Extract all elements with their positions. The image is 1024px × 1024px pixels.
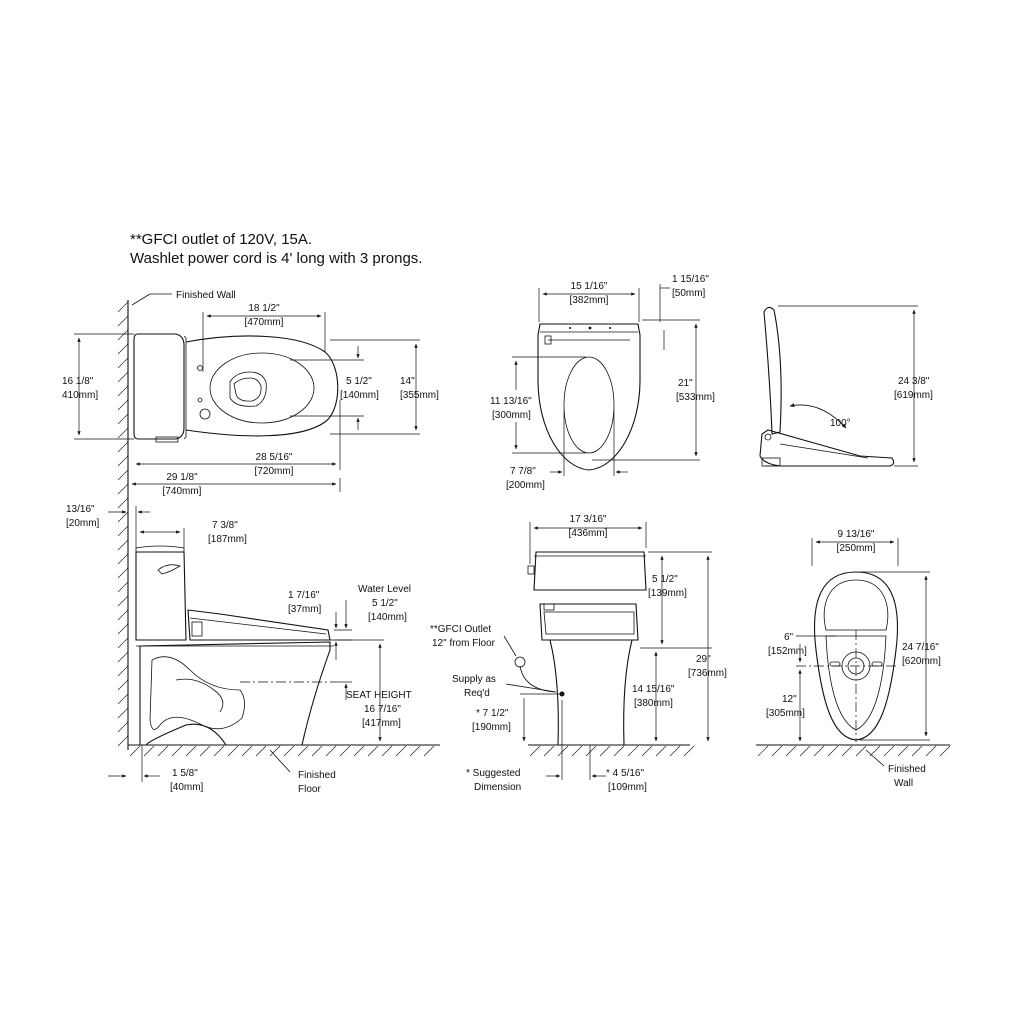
seat-top-view: 15 1/16" [382mm] 1 15/16" [50mm] 21" [53… [490,274,715,491]
bowl-length-mm: [720mm] [255,466,294,477]
seat-length-21-mm: [533mm] [676,392,715,403]
front-height-in: 29" [696,654,711,665]
plan-width-in: 9 13/16" [838,529,875,540]
supply-height-in: * 7 1/2" [476,708,509,719]
seat-height-label: SEAT HEIGHT [346,690,412,701]
opening-width-in: 7 7/8" [510,466,536,477]
opening-length-mm: [300mm] [492,410,531,421]
finished-floor-label-1: Finished [298,770,336,781]
tank-depth-in: 16 1/8" [62,376,94,387]
base-offset-in: 1 5/8" [172,768,198,779]
rim-dim-in: 1 7/16" [288,590,320,601]
overall-length-mm: [740mm] [163,486,202,497]
roughin-in: 12" [782,694,797,705]
gfci-note: **GFCI outlet of 120V, 15A. [130,231,313,248]
plan-length-in: 24 7/16" [902,642,939,653]
front-height-mm: [736mm] [688,668,727,679]
wall-gap-in: 13/16" [66,504,95,515]
seat-width-in: 15 1/16" [571,281,608,292]
opening-width-mm: [200mm] [506,480,545,491]
seat-angle: 100° [830,418,851,429]
width-14-mm: [355mm] [400,390,439,401]
bowl-length-in: 28 5/16" [256,452,293,463]
seat-length-in: 18 1/2" [248,303,280,314]
finished-floor-label-2: Floor [298,784,321,795]
plan-finished-wall-2: Wall [894,778,913,789]
tank-depth-mm: 410mm] [62,390,98,401]
seat-side-view: 100° 24 3/8" [619mm] [759,305,933,467]
seat-height-in: 16 7/16" [364,704,401,715]
plan-view: 9 13/16" [250mm] 6" [152mm] 24 7/16" [62… [756,529,951,789]
seat-height-mm: [417mm] [362,718,401,729]
flange-in: 6" [784,632,794,643]
wall-hatch [117,301,129,747]
plan-width-mm: [250mm] [837,543,876,554]
base-offset-mm: [40mm] [170,782,204,793]
flange-mm: [152mm] [768,646,807,657]
roughin-mm: [305mm] [766,708,805,719]
water-level-in: 5 1/2" [372,598,398,609]
seat-length-21-in: 21" [678,378,693,389]
top-view: Finished Wall 18 1/2" [470mm] 16 1/8" 41… [62,290,439,750]
overall-length-in: 29 1/8" [166,472,198,483]
plan-finished-wall-1: Finished [888,764,926,775]
water-level-label: Water Level [358,584,411,595]
gfci-outlet-label-2: 12" from Floor [432,638,496,649]
front-width-in: 17 3/16" [570,514,607,525]
mid-dim-mm: [140mm] [340,390,379,401]
front-rim-in: 14 15/16" [632,684,675,695]
offset-in: * 4 5/16" [606,768,644,779]
panel-dim-mm: [50mm] [672,288,706,299]
supply-height-mm: [190mm] [472,722,511,733]
opening-length-in: 11 13/16" [490,396,532,407]
top-finished-wall-label: Finished Wall [176,290,236,301]
front-rim-mm: [380mm] [634,698,673,709]
offset-mm: [109mm] [608,782,647,793]
supply-label-1: Supply as [452,674,496,685]
front-tank-in: 5 1/2" [652,574,678,585]
front-tank-mm: [139mm] [648,588,687,599]
gfci-outlet-label-1: **GFCI Outlet [430,624,491,635]
seat-length-mm: [470mm] [245,317,284,328]
front-view: **GFCI Outlet 12" from Floor Supply as R… [430,514,727,793]
seat-height-mm: [619mm] [894,390,933,401]
tank-width-mm: [187mm] [208,534,247,545]
side-view: 13/16" [20mm] 7 3/8" [187mm] 1 7/16" [37… [66,504,440,795]
suggested-label-2: Dimension [474,782,521,793]
suggested-label-1: * Suggested [466,768,521,779]
front-width-mm: [436mm] [569,528,608,539]
wall-gap-mm: [20mm] [66,518,100,529]
supply-label-2: Req'd [464,688,490,699]
width-14-in: 14" [400,376,415,387]
rim-dim-mm: [37mm] [288,604,322,615]
water-level-mm: [140mm] [368,612,407,623]
power-cord-note: Washlet power cord is 4' long with 3 pro… [130,250,423,267]
seat-width-mm: [382mm] [570,295,609,306]
seat-height-in: 24 3/8" [898,376,930,387]
plan-length-mm: [620mm] [902,656,941,667]
mid-dim-in: 5 1/2" [346,376,372,387]
panel-dim-in: 1 15/16" [672,274,709,285]
tank-width-in: 7 3/8" [212,520,238,531]
